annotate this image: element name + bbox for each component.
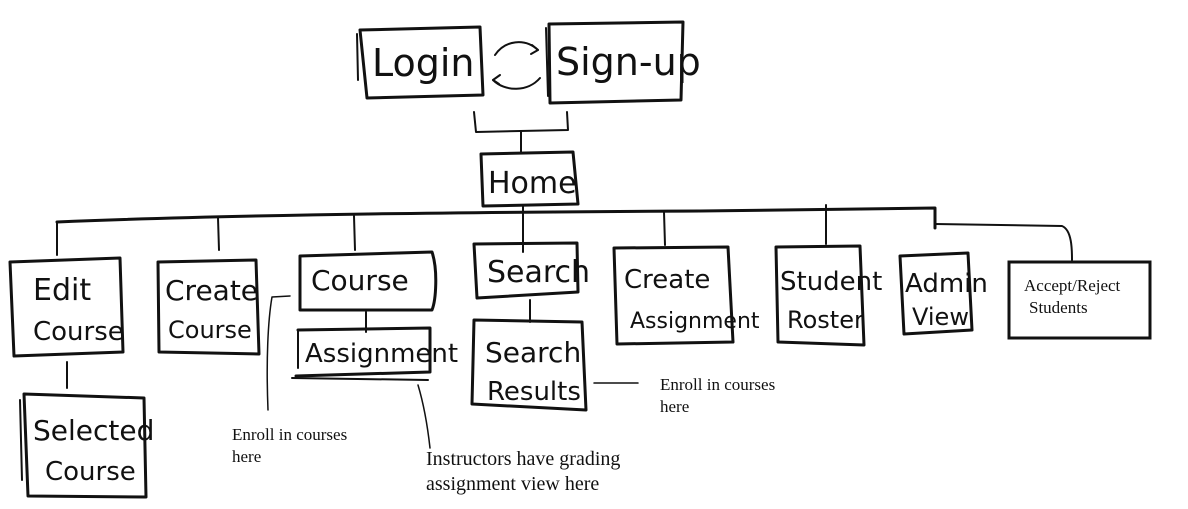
accept-reject-students-node: Accept/Reject Students	[1007, 260, 1152, 340]
search-results-node: Search Results	[470, 318, 588, 412]
admin-view-label-line2: View	[912, 303, 969, 331]
admin-view-label-line1: Admin	[905, 269, 988, 299]
course-label: Course	[311, 264, 409, 297]
student-roster-node: Student Roster	[774, 244, 882, 347]
enroll-note-right-line2: here	[660, 397, 689, 416]
home-node: Home	[479, 150, 580, 208]
enroll-note-left-line1: Enroll in courses	[232, 425, 347, 444]
create-assignment-label-line2: Assignment	[630, 309, 760, 334]
instructors-note-line1: Instructors have grading	[426, 448, 620, 470]
enroll-note-left-line2: here	[232, 447, 261, 466]
sync-arrows-icon	[492, 41, 541, 90]
create-assignment-label-line1: Create	[624, 265, 710, 295]
student-roster-label-line2: Roster	[787, 306, 864, 334]
home-label: Home	[488, 166, 577, 201]
accept-reject-label-line1: Accept/Reject	[1024, 276, 1121, 295]
search-label: Search	[487, 255, 590, 290]
selected-course-node: Selected Course	[19, 392, 154, 499]
create-course-label-line2: Course	[168, 316, 252, 344]
auth-to-home-connector	[473, 111, 569, 153]
signup-node: Sign-up	[545, 20, 701, 105]
create-course-node: Create Course	[156, 258, 261, 356]
assignment-label: Assignment	[305, 339, 458, 369]
edit-course-node: Edit Course	[8, 256, 125, 358]
accept-reject-label-line2: Students	[1029, 298, 1088, 317]
search-results-label-line1: Search	[485, 336, 581, 369]
assignment-node: Assignment	[291, 326, 458, 381]
enroll-note-right: Enroll in courses here	[593, 375, 775, 416]
login-node: Login	[356, 25, 485, 100]
admin-view-node: Admin View	[898, 251, 988, 336]
edit-course-label-line2: Course	[33, 317, 124, 347]
login-label: Login	[372, 41, 475, 85]
selected-course-label-line2: Course	[45, 457, 136, 487]
search-results-label-line2: Results	[487, 377, 581, 407]
enroll-note-right-line1: Enroll in courses	[660, 375, 775, 394]
signup-label: Sign-up	[556, 40, 701, 84]
course-node: Course	[298, 250, 438, 312]
instructors-note: Instructors have grading assignment view…	[417, 384, 620, 495]
enroll-note-left: Enroll in courses here	[232, 295, 347, 466]
edit-course-label-line1: Edit	[33, 273, 91, 308]
create-course-label-line1: Create	[165, 274, 258, 307]
search-node: Search	[472, 241, 590, 300]
instructors-note-line2: assignment view here	[426, 473, 599, 495]
create-assignment-node: Create Assignment	[612, 245, 760, 346]
selected-course-label-line1: Selected	[33, 414, 154, 447]
student-roster-label-line1: Student	[780, 267, 882, 297]
home-branch-bus	[55, 204, 1073, 261]
